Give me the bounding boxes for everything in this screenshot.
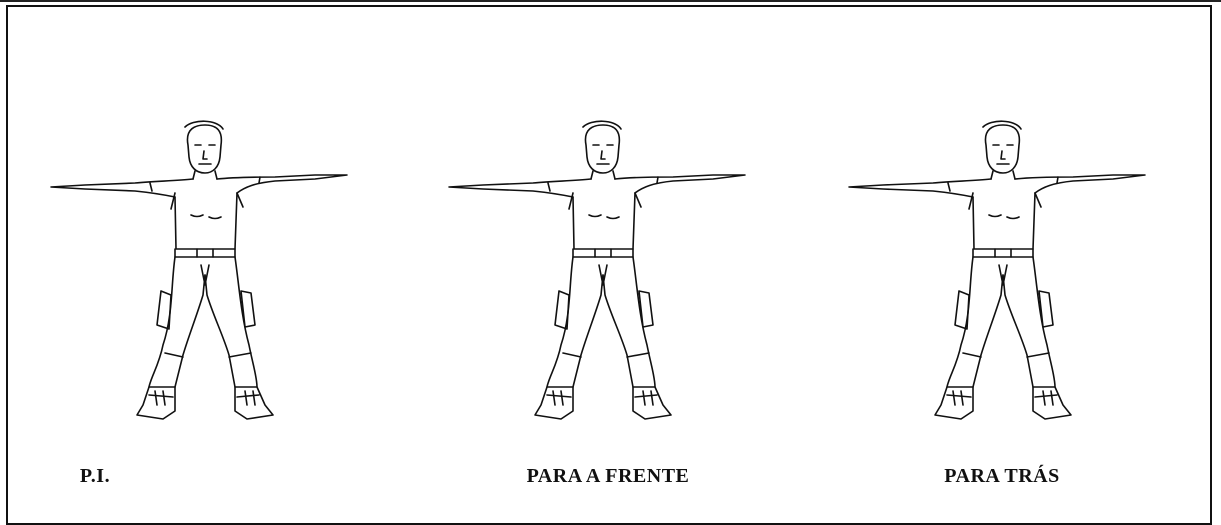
figure-caption: PARA TRÁS [944, 465, 1060, 487]
soldier-arms-extended-figure [448, 120, 746, 420]
soldier-arms-extended-figure [50, 120, 348, 420]
figure-caption: P.I. [79, 465, 111, 487]
illustration-frame [6, 5, 1212, 525]
figure-panel-pi: P.I. [45, 115, 365, 505]
figure-panel-para-a-frente: PARA A FRENTE [443, 115, 763, 505]
figure-caption: PARA A FRENTE [526, 465, 690, 487]
figure-panel-para-tras: PARA TRÁS [843, 115, 1163, 505]
soldier-arms-extended-figure [848, 120, 1146, 420]
top-rule [0, 0, 1221, 2]
